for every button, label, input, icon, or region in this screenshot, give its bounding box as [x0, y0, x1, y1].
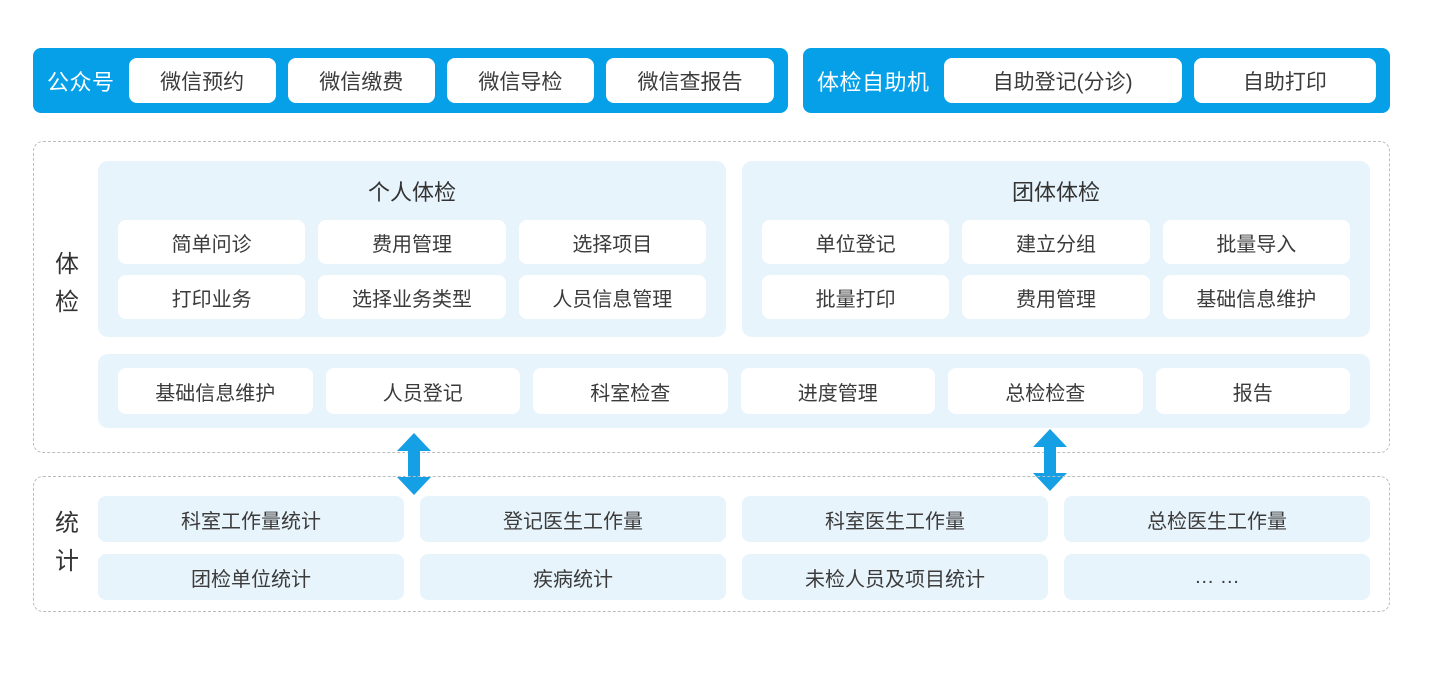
tile-person-info-management[interactable]: 人员信息管理 [518, 275, 706, 319]
stat-tile-disease-statistics[interactable]: 疾病统计 [420, 554, 726, 600]
exam-panel-row: 个人体检 简单问诊 费用管理 选择项目 打印业务 选择业务类型 人员信息管理 团… [98, 161, 1370, 337]
flow-tile-progress-management[interactable]: 进度管理 [740, 368, 935, 414]
channel-group-label-wechat: 公众号 [47, 69, 115, 95]
flow-tile-report[interactable]: 报告 [1155, 368, 1350, 414]
channel-group-wechat: 公众号 微信预约 微信缴费 微信导检 微信查报告 [33, 48, 788, 113]
exam-side-label-char-1: 体 [55, 251, 79, 278]
exam-section-side-label: 体 检 [44, 246, 90, 322]
stats-row-1: 科室工作量统计 登记医生工作量 科室医生工作量 总检医生工作量 [98, 496, 1370, 542]
stats-side-label-char-1: 统 [55, 510, 79, 537]
tile-create-grouping[interactable]: 建立分组 [962, 220, 1150, 264]
stats-row-2: 团检单位统计 疾病统计 未检人员及项目统计 … … [98, 554, 1370, 600]
flow-tile-department-exam[interactable]: 科室检查 [533, 368, 728, 414]
channel-item-self-print[interactable]: 自助打印 [1193, 58, 1377, 103]
panel-group-exam-title: 团体体检 [1011, 180, 1100, 205]
channel-item-self-registration[interactable]: 自助登记(分诊) [943, 58, 1182, 103]
channel-item-wechat-report[interactable]: 微信查报告 [605, 58, 775, 103]
stats-section-side-label: 统 计 [44, 505, 90, 581]
flow-tile-basic-info-maintenance[interactable]: 基础信息维护 [118, 368, 313, 414]
flow-tile-final-review[interactable]: 总检检查 [948, 368, 1143, 414]
panel-group-exam: 团体体检 单位登记 建立分组 批量导入 批量打印 费用管理 基础信息维护 [742, 161, 1370, 337]
stats-section-container [33, 476, 1390, 612]
exam-flow-band: 基础信息维护 人员登记 科室检查 进度管理 总检检查 报告 [98, 354, 1370, 428]
stat-tile-group-unit-statistics[interactable]: 团检单位统计 [98, 554, 404, 600]
panel-personal-exam-row-1: 简单问诊 费用管理 选择项目 [118, 220, 706, 264]
exam-to-stats-arrow-left-icon [397, 433, 431, 495]
tile-fee-management-group[interactable]: 费用管理 [962, 275, 1150, 319]
stat-tile-more-ellipsis[interactable]: … … [1064, 554, 1370, 600]
channel-item-wechat-guide[interactable]: 微信导检 [446, 58, 594, 103]
stats-section-content: 科室工作量统计 登记医生工作量 科室医生工作量 总检医生工作量 团检单位统计 疾… [98, 496, 1370, 600]
flow-tile-person-registration[interactable]: 人员登记 [325, 368, 520, 414]
tile-basic-info-maintenance-group[interactable]: 基础信息维护 [1162, 275, 1350, 319]
panel-group-exam-row-2: 批量打印 费用管理 基础信息维护 [762, 275, 1350, 319]
stat-tile-chief-doctor-workload[interactable]: 总检医生工作量 [1064, 496, 1370, 542]
channel-group-label-kiosk: 体检自助机 [817, 69, 930, 95]
stats-side-label-char-2: 计 [55, 548, 79, 575]
exam-section-container [33, 141, 1390, 453]
stat-tile-unchecked-person-item-statistics[interactable]: 未检人员及项目统计 [742, 554, 1048, 600]
channel-group-kiosk: 体检自助机 自助登记(分诊) 自助打印 [803, 48, 1390, 113]
channel-bar-row: 公众号 微信预约 微信缴费 微信导检 微信查报告 体检自助机 自助登记(分诊) … [33, 48, 1390, 113]
tile-select-item[interactable]: 选择项目 [518, 220, 706, 264]
tile-unit-registration[interactable]: 单位登记 [762, 220, 950, 264]
exam-to-stats-arrow-right-icon [1033, 429, 1067, 491]
channel-item-wechat-appointment[interactable]: 微信预约 [128, 58, 276, 103]
exam-section-content: 个人体检 简单问诊 费用管理 选择项目 打印业务 选择业务类型 人员信息管理 团… [98, 161, 1370, 428]
panel-group-exam-row-1: 单位登记 建立分组 批量导入 [762, 220, 1350, 264]
tile-batch-print[interactable]: 批量打印 [762, 275, 950, 319]
exam-side-label-char-2: 检 [55, 289, 79, 316]
tile-select-business-type[interactable]: 选择业务类型 [318, 275, 506, 319]
panel-personal-exam: 个人体检 简单问诊 费用管理 选择项目 打印业务 选择业务类型 人员信息管理 [98, 161, 726, 337]
tile-print-business[interactable]: 打印业务 [118, 275, 306, 319]
panel-personal-exam-row-2: 打印业务 选择业务类型 人员信息管理 [118, 275, 706, 319]
stat-tile-department-doctor-workload[interactable]: 科室医生工作量 [742, 496, 1048, 542]
tile-simple-consultation[interactable]: 简单问诊 [118, 220, 306, 264]
channel-item-wechat-payment[interactable]: 微信缴费 [287, 58, 435, 103]
stat-tile-registration-doctor-workload[interactable]: 登记医生工作量 [420, 496, 726, 542]
panel-personal-exam-title: 个人体检 [367, 180, 456, 205]
tile-fee-management-personal[interactable]: 费用管理 [318, 220, 506, 264]
stat-tile-department-workload[interactable]: 科室工作量统计 [98, 496, 404, 542]
tile-batch-import[interactable]: 批量导入 [1162, 220, 1350, 264]
